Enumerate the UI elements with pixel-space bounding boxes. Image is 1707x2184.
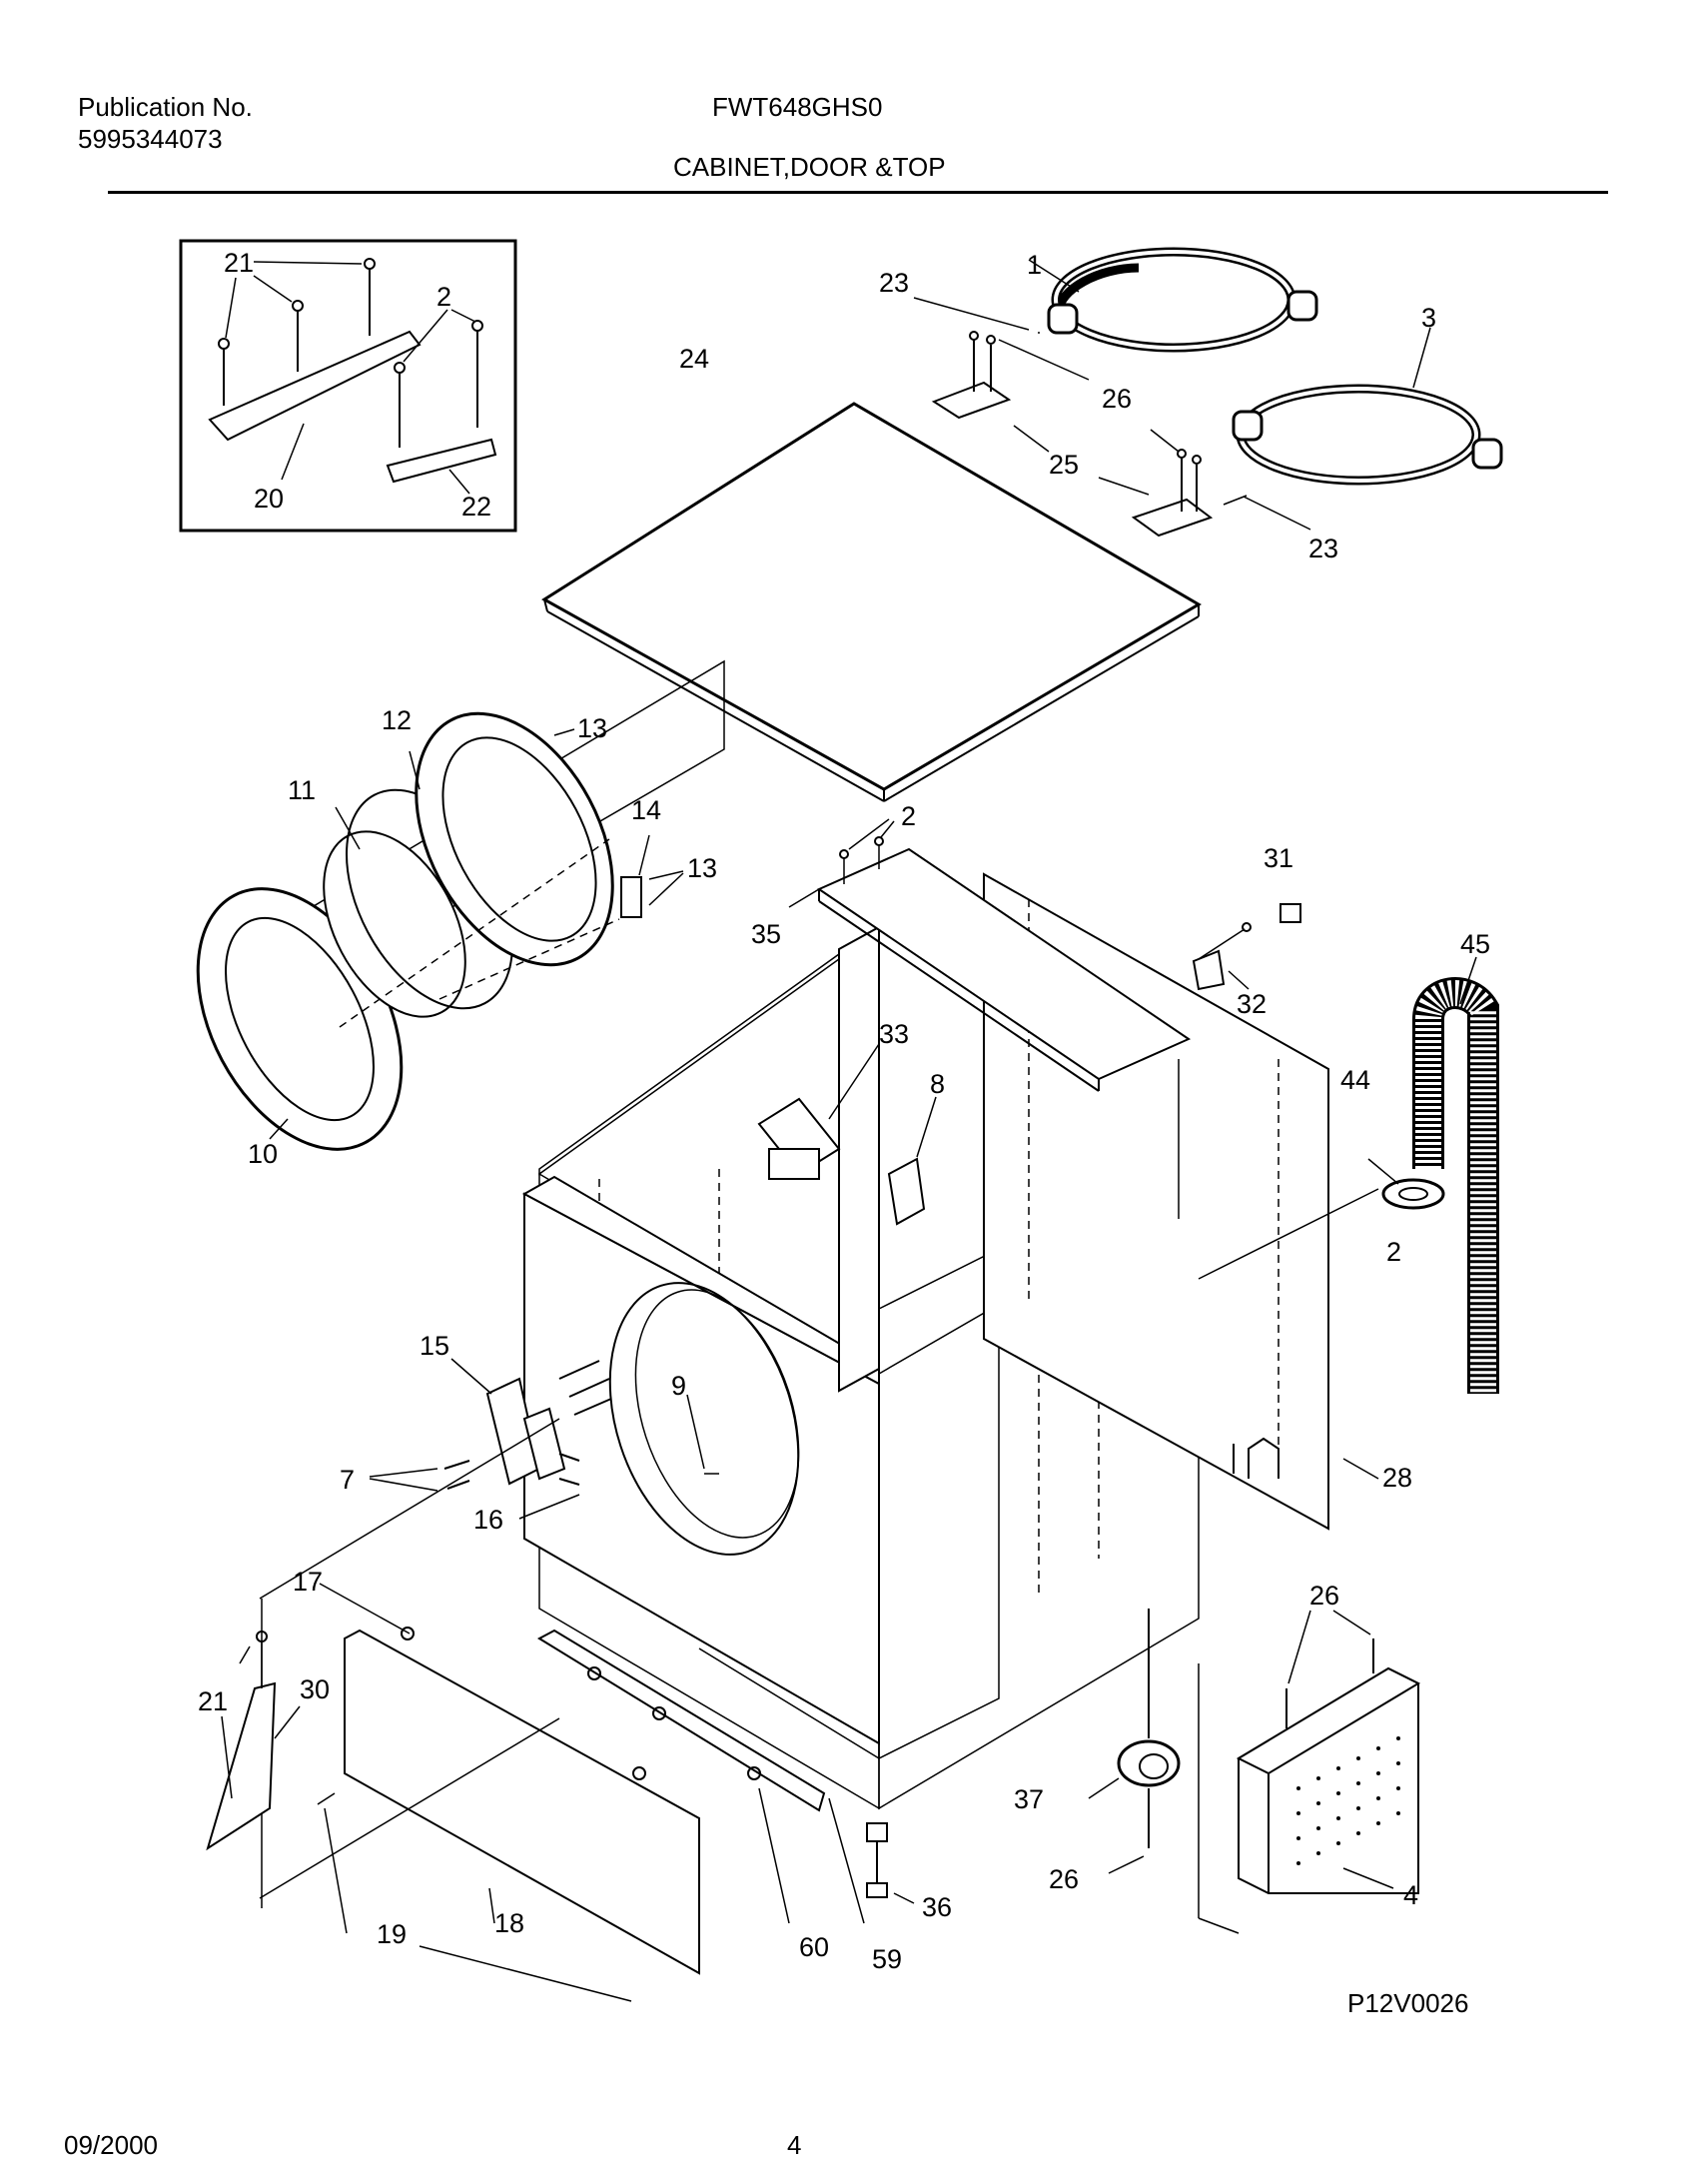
- callout-33: 33: [879, 1019, 909, 1049]
- callout-14: 14: [631, 795, 661, 825]
- footer-date: 09/2000: [64, 2130, 158, 2160]
- page-number: 4: [787, 2130, 802, 2160]
- callout-45: 45: [1460, 929, 1490, 959]
- callout-23b: 23: [1308, 534, 1338, 563]
- section-title: CABINET,DOOR &TOP: [673, 152, 946, 182]
- callout-60: 60: [799, 1932, 829, 1962]
- callout-7: 7: [340, 1465, 355, 1495]
- top-panel: [541, 402, 1202, 802]
- callout-26a: 26: [1102, 384, 1132, 414]
- callout-19: 19: [377, 1919, 407, 1949]
- callout-26c: 26: [1049, 1864, 1079, 1894]
- callout-4: 4: [1403, 1880, 1418, 1910]
- callout-12: 12: [382, 705, 412, 735]
- publication-number: 5995344073: [78, 124, 223, 154]
- callout-15: 15: [420, 1331, 449, 1361]
- model-number: FWT648GHS0: [712, 92, 883, 122]
- callout-25: 25: [1049, 450, 1079, 480]
- callout-28: 28: [1382, 1463, 1412, 1493]
- callout-31: 31: [1264, 843, 1293, 873]
- callout-18: 18: [494, 1908, 524, 1938]
- callout-2b: 2: [901, 801, 916, 831]
- callout-37: 37: [1014, 1784, 1044, 1814]
- bottom-components: [866, 1609, 1240, 1934]
- callout-30: 30: [300, 1674, 330, 1704]
- callout-1: 1: [1027, 250, 1042, 280]
- callout-23a: 23: [879, 268, 909, 298]
- callout-21b: 21: [198, 1686, 228, 1716]
- kick-plate: [259, 1418, 865, 2002]
- callout-3: 3: [1421, 303, 1436, 333]
- drawing-code: P12V0026: [1347, 1988, 1469, 2018]
- callout-labels: 21 2 20 22 1 23 3 24 26 25 23 12 13 11 1…: [198, 248, 1490, 1974]
- door-hinge: [369, 1358, 719, 1520]
- header-rule: [108, 191, 1608, 194]
- callout-32: 32: [1237, 989, 1267, 1019]
- callout-26b: 26: [1309, 1581, 1339, 1611]
- callout-20: 20: [254, 484, 284, 514]
- drain-hose: [1367, 956, 1499, 1394]
- callout-2c: 2: [1386, 1237, 1401, 1267]
- callout-17: 17: [293, 1567, 323, 1597]
- publication-label: Publication No.: [78, 92, 253, 122]
- callout-10: 10: [248, 1139, 278, 1169]
- top-brackets: [913, 297, 1311, 538]
- top-frame-bracket: [788, 818, 1192, 1219]
- callout-44: 44: [1340, 1065, 1370, 1095]
- control-components: [757, 903, 1301, 1226]
- inset-detail-box: [179, 239, 517, 533]
- inlet-hoses: [1028, 247, 1503, 486]
- callout-8: 8: [930, 1069, 945, 1099]
- callout-2a: 2: [436, 282, 451, 312]
- callout-24: 24: [679, 344, 709, 374]
- callout-59: 59: [872, 1944, 902, 1974]
- callout-9: 9: [671, 1371, 686, 1401]
- callout-22: 22: [461, 492, 491, 522]
- callout-36: 36: [922, 1892, 952, 1922]
- callout-13a: 13: [577, 713, 607, 743]
- door-assembly: [196, 659, 725, 1151]
- callout-35: 35: [751, 919, 781, 949]
- callout-21a: 21: [224, 248, 254, 278]
- front-panel: [521, 925, 880, 1745]
- callout-11: 11: [288, 775, 316, 805]
- rear-access-cover: [1236, 1610, 1421, 1894]
- left-side-bracket: [206, 1631, 301, 1851]
- callout-13b: 13: [687, 853, 717, 883]
- callout-16: 16: [473, 1505, 503, 1535]
